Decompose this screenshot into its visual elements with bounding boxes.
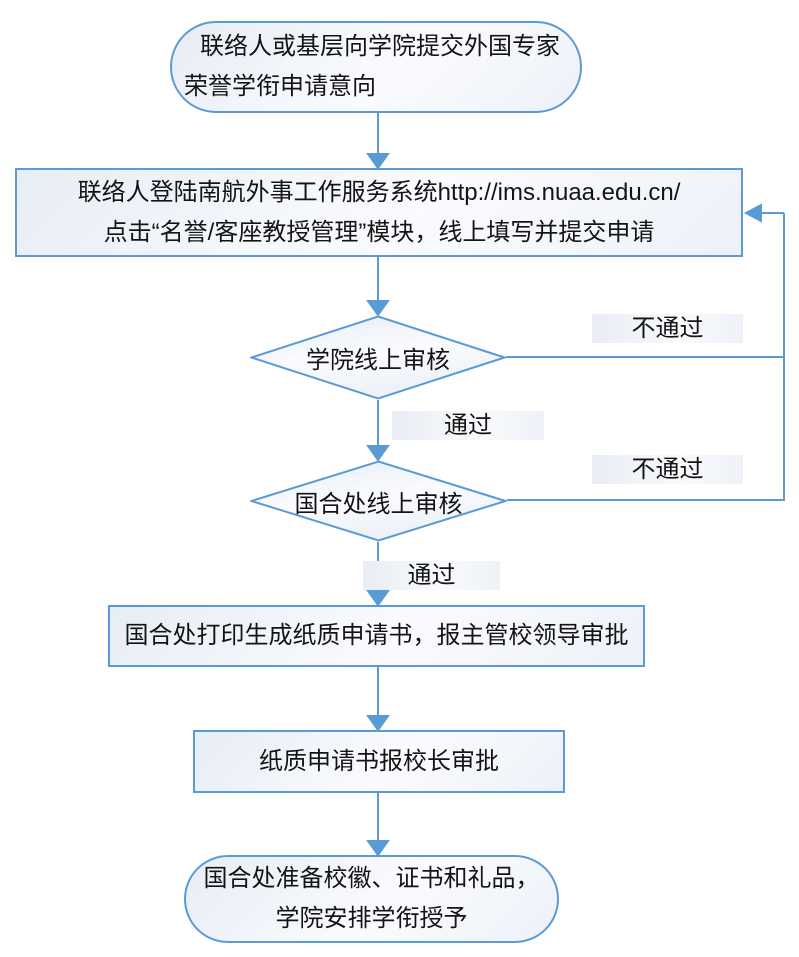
- arrowhead-start-to-login: [366, 153, 390, 170]
- college-review-diamond-shape: [250, 315, 506, 400]
- intl-review-label: 国合处线上审核: [294, 490, 463, 518]
- arrowhead-reject-loop: [743, 203, 762, 223]
- president-approval-label: 纸质申请书报校长审批: [259, 747, 499, 775]
- login-text-line1: 联络人登陆南航外事工作服务系统http://ims.nuaa.edu.cn/: [77, 178, 681, 206]
- arrowhead-login-to-college-review: [366, 300, 390, 317]
- arrowhead-print-to-president: [366, 715, 390, 732]
- president-approval-process-box: 纸质申请书报校长审批: [193, 730, 565, 793]
- start-text-line2: 荣誉学衔申请意向: [184, 73, 376, 100]
- intl-review-decision: 国合处线上审核: [250, 460, 507, 542]
- college-review-decision: 学院线上审核: [250, 315, 506, 400]
- start-text-line1: 联络人或基层向学院提交外国专家: [200, 33, 560, 60]
- arrowhead-intl-pass: [366, 590, 390, 607]
- intl-pass-label: 通过: [363, 561, 500, 590]
- college-review-label: 学院线上审核: [306, 347, 450, 374]
- print-approval-process-box: 国合处打印生成纸质申请书，报主管校领导审批: [108, 605, 645, 667]
- login-text-line2: 点击“名誉/客座教授管理”模块，线上填写并提交申请: [103, 218, 655, 246]
- arrowhead-president-to-award: [366, 840, 390, 857]
- intl-fail-label: 不通过: [592, 455, 743, 484]
- intl-review-diamond-shape: [250, 460, 507, 542]
- award-terminator: 国合处准备校徽、证书和礼品， 学院安排学衔授予: [184, 855, 559, 943]
- start-terminator: 联络人或基层向学院提交外国专家 荣誉学衔申请意向: [170, 21, 582, 113]
- college-pass-label: 通过: [392, 411, 544, 440]
- award-text-line1: 国合处准备校徽、证书和礼品，: [203, 865, 540, 892]
- award-text-line2: 学院安排学衔授予: [275, 905, 468, 932]
- print-approval-label: 国合处打印生成纸质申请书，报主管校领导审批: [124, 622, 629, 649]
- college-fail-label: 不通过: [592, 314, 743, 343]
- arrowhead-college-pass: [366, 445, 390, 462]
- login-process-box: 联络人登陆南航外事工作服务系统http://ims.nuaa.edu.cn/ 点…: [15, 168, 743, 257]
